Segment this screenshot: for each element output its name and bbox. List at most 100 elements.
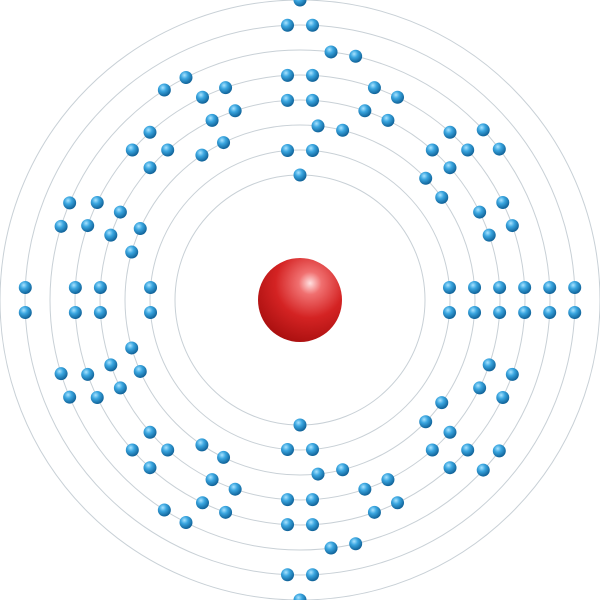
electron-shell-5-32 (505, 219, 519, 233)
electron-shell-5-8 (367, 505, 381, 519)
electron-shell-5-6 (443, 461, 457, 475)
electron-shell-5-7 (391, 496, 405, 510)
electron-shell-1-1 (293, 168, 307, 182)
electron-shell-6-8 (157, 503, 171, 517)
electron-shell-6 (49, 49, 551, 551)
electron-shell-4-23 (205, 113, 219, 127)
electron-shell-3-9 (133, 364, 147, 378)
electron-shell-8-1 (293, 0, 307, 7)
electron-shell-3-3 (435, 396, 449, 410)
electron-shell-7-7 (281, 18, 294, 32)
electron-shell-5-17 (68, 305, 82, 319)
electron-shell-5-9 (305, 518, 319, 532)
electron-shell-5-14 (125, 443, 139, 457)
electron-shell-4 (99, 99, 501, 501)
electron-shell-5-15 (90, 391, 104, 405)
electron-shell-4-2 (493, 305, 507, 319)
electron-shell-3-11 (125, 245, 139, 259)
electron-shell-4-1 (493, 281, 507, 295)
electron-shell-2-7 (281, 144, 295, 158)
electron-shell-4-4 (473, 381, 487, 395)
electron-shell-3-1 (468, 281, 482, 295)
electron-shell-4-19 (104, 228, 118, 242)
electron-shell-3-16 (336, 123, 350, 137)
electron-shell-3-5 (336, 463, 350, 477)
electron-shell-3-10 (125, 341, 139, 355)
electron-shell-4-16 (104, 358, 118, 372)
electron-shell-5-12 (195, 496, 209, 510)
electron-shell-4-32 (482, 228, 496, 242)
electron-shell-3-2 (468, 305, 482, 319)
electron-shell-8-2 (293, 593, 307, 600)
electron-shell-5-22 (143, 125, 157, 139)
electron-shell-4-15 (113, 381, 127, 395)
electron-shell-6-7 (179, 515, 193, 529)
electron-shell-4-18 (93, 281, 107, 295)
electron-shell-4-24 (228, 104, 242, 118)
electron-shell-3-8 (195, 438, 209, 452)
electron-shell-4-8 (358, 482, 372, 496)
electrons (18, 0, 582, 600)
electron-shell-5-23 (195, 90, 209, 104)
electron-shell-6-14 (179, 71, 193, 85)
electron-shell-3-15 (311, 119, 325, 133)
electron-shell-4-6 (425, 443, 439, 457)
electron-shell-7 (24, 24, 576, 576)
electron-shell-3-13 (195, 148, 209, 162)
electron-shell-6-1 (543, 281, 557, 295)
electron-shell-6-9 (63, 390, 77, 404)
electron-shell-4-9 (305, 493, 319, 507)
electron-shell-7-5 (18, 306, 32, 319)
electron-shell-4-27 (358, 104, 372, 118)
electron-shell-5-4 (496, 391, 510, 405)
electron-shell-5-10 (281, 518, 295, 532)
electron-shell-6-2 (543, 305, 557, 319)
electron-shell-6-12 (63, 196, 77, 210)
electron-shell-3-6 (311, 467, 325, 481)
electron-shell-5-24 (219, 81, 233, 95)
electron-shell-6-4 (476, 463, 490, 477)
electron-shell-5-31 (496, 195, 510, 209)
electron-shell-5-11 (219, 505, 233, 519)
electron-shell-4-22 (161, 143, 175, 157)
electron-shell-4-20 (113, 205, 127, 219)
electron-shell-5-29 (443, 125, 457, 139)
electron-shell-5-16 (81, 367, 95, 381)
electron-shell-4-28 (381, 113, 395, 127)
electron-shell-6-17 (476, 123, 490, 137)
electron-shell-3-12 (133, 222, 147, 236)
electron-shell-4-12 (205, 473, 219, 487)
electron-shell-2-5 (144, 305, 158, 319)
electron-shell-4-11 (228, 482, 242, 496)
electron-shell-5-26 (305, 68, 319, 82)
electron-shell-5-28 (391, 90, 405, 104)
electron-shell-5-2 (518, 305, 532, 319)
electron-shell-6-6 (324, 541, 338, 555)
electron-shell-3-17 (419, 171, 433, 185)
electron-shell-5-18 (68, 281, 82, 295)
electron-shell-3-14 (217, 136, 231, 150)
electron-shell-4-31 (473, 205, 487, 219)
electron-shell-4-25 (281, 93, 295, 107)
electron-shell-4-7 (381, 473, 395, 487)
electron-shell-5-21 (125, 143, 139, 157)
electron-shell-6-5 (349, 537, 363, 551)
electron-shell-5-25 (281, 68, 295, 82)
electron-shell-6-15 (324, 45, 338, 59)
electron-shell-6-16 (349, 49, 363, 63)
electron-shell-5-5 (461, 443, 475, 457)
electron-shell-2-4 (281, 442, 295, 456)
electron-shell-6-10 (54, 367, 68, 381)
electron-shell-5-1 (518, 281, 532, 295)
electron-shell-2-1 (442, 281, 456, 295)
electron-shell-7-4 (281, 568, 294, 582)
electron-shell-4-13 (161, 443, 175, 457)
electron-shell-7-3 (306, 568, 319, 582)
electron-shell-5-13 (143, 461, 157, 475)
electron-shell-4-10 (281, 493, 295, 507)
electron-shell-2-2 (442, 305, 456, 319)
electron-shell-3-18 (435, 190, 449, 204)
electron-shell-5-3 (505, 367, 519, 381)
electron-shell-2-6 (144, 281, 158, 295)
